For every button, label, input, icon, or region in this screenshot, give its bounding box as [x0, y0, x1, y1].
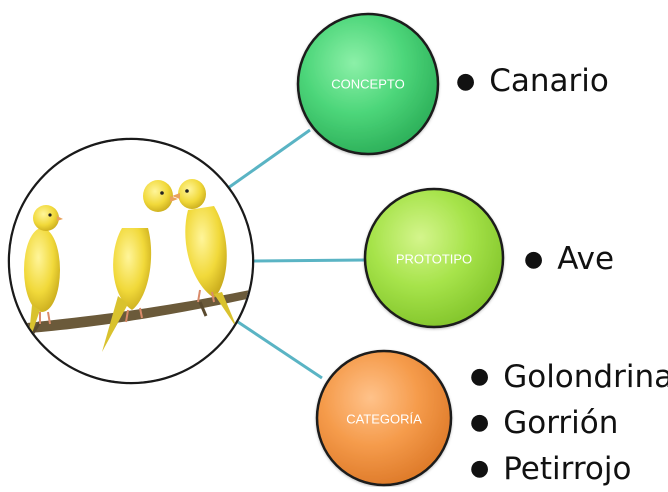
categoria-items: ●Golondrina ●Gorrión ●Petirrojo	[470, 354, 668, 492]
bullet-icon: ●	[470, 412, 489, 434]
connector-prototipo	[252, 260, 366, 261]
bullet-icon: ●	[470, 458, 489, 480]
node-categoria-label: CATEGORÍA	[346, 412, 422, 427]
prototipo-items: ●Ave	[524, 244, 614, 275]
list-item: ●Golondrina	[470, 354, 668, 400]
bullet-icon: ●	[524, 249, 543, 271]
central-photo	[9, 139, 253, 383]
list-item: ●Canario	[456, 66, 609, 97]
node-prototipo-label: PROTOTIPO	[396, 252, 472, 267]
connector-concepto	[228, 130, 310, 188]
list-item: ●Gorrión	[470, 400, 668, 446]
canary-birds-image	[9, 139, 253, 383]
node-concepto-label: CONCEPTO	[331, 77, 404, 92]
list-item: ●Ave	[524, 244, 614, 275]
concepto-items: ●Canario	[456, 66, 609, 97]
bullet-icon: ●	[456, 71, 475, 93]
list-item: ●Petirrojo	[470, 446, 668, 492]
bullet-icon: ●	[470, 366, 489, 388]
connector-categoria	[238, 322, 322, 378]
